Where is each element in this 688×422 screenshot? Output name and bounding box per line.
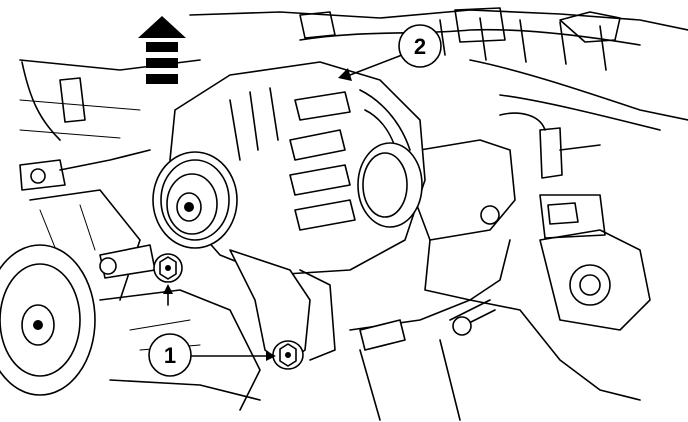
- callout-1: 1: [148, 284, 276, 377]
- mounting-bolt-upper: [153, 253, 183, 283]
- up-arrow-icon: [138, 16, 186, 84]
- engine-background-lines: [0, 7, 688, 421]
- mounting-bolt-lower: [272, 340, 304, 370]
- callout-1-label: 1: [164, 343, 176, 368]
- alternator: [169, 61, 426, 366]
- alternator-pulley: [152, 151, 238, 249]
- callout-2-label: 2: [414, 34, 426, 59]
- crankshaft-pulley: [0, 244, 96, 396]
- callout-2: 2: [338, 24, 442, 81]
